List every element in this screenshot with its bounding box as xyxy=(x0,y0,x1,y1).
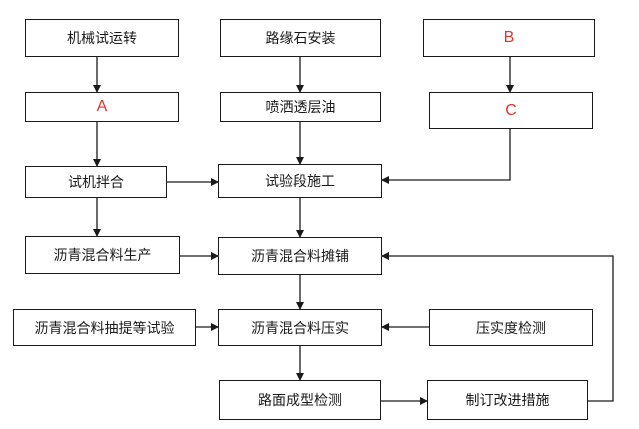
node-asphalt-compaction: 沥青混合料压实 xyxy=(218,309,382,346)
node-mech-trial: 机械试运转 xyxy=(25,19,179,57)
node-improvement-measures: 制订改进措施 xyxy=(427,380,588,420)
node-spray-prime: 喷洒透层油 xyxy=(220,92,381,122)
node-asphalt-production: 沥青混合料生产 xyxy=(25,236,180,274)
arrow-c-to-trial-section xyxy=(381,129,511,184)
node-trial-mix: 试机拌合 xyxy=(25,166,167,198)
node-a: A xyxy=(25,92,179,122)
node-asphalt-paving: 沥青混合料摊铺 xyxy=(218,237,382,275)
node-curb-install: 路缘石安装 xyxy=(220,19,381,57)
arrow-improvement-to-paving xyxy=(381,252,614,402)
node-b: B xyxy=(423,19,595,57)
node-c: C xyxy=(429,92,593,129)
node-asphalt-sampling: 沥青混合料抽提等试验 xyxy=(13,309,196,346)
node-trial-section: 试验段施工 xyxy=(218,164,382,198)
node-surface-testing: 路面成型检测 xyxy=(219,380,381,420)
node-compaction-testing: 压实度检测 xyxy=(429,309,593,346)
